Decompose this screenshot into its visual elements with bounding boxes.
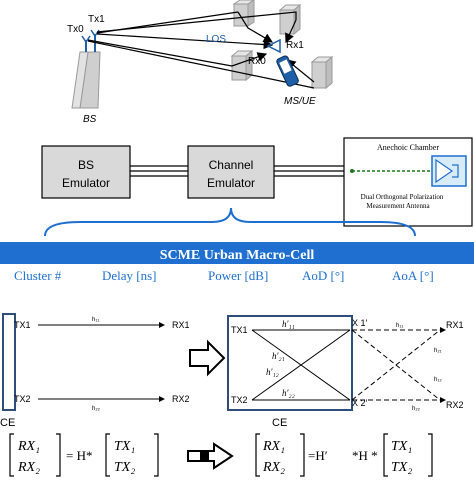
antenna-label-line2: Measurement Antenna — [366, 202, 430, 210]
eq-op3: *H * — [352, 448, 378, 463]
param-cluster: Cluster # — [14, 268, 62, 283]
eq-right-rx1: RX₁ — [262, 439, 285, 454]
bs-emulator-label-line2: Emulator — [62, 176, 110, 190]
param-delay: Delay [ns] — [102, 268, 157, 283]
channel-emulator-label-line1: Channel — [209, 158, 254, 172]
h12p-label: h′₁₂ — [266, 367, 279, 377]
x1p-label: X 1′ — [352, 318, 368, 328]
tx0-label: Tx0 — [67, 24, 84, 35]
measurement-antenna-icon — [431, 155, 467, 187]
chamber-title: Anechoic Chamber — [377, 143, 439, 152]
scatterer-cube-icon — [310, 55, 334, 90]
eq-op1: = H* — [66, 448, 92, 463]
bs-emulator-box — [41, 145, 131, 199]
rx1-label: RX1 — [446, 320, 464, 330]
bracket-icon — [428, 433, 433, 477]
scatterer-cube-icon — [278, 3, 302, 36]
rx1-label: Rx1 — [286, 40, 304, 51]
tx1-label: TX1 — [231, 325, 248, 335]
eq-right-tx2: TX₂ — [391, 460, 412, 475]
scme-title-bar — [0, 242, 474, 264]
param-aod: AoD [°] — [302, 268, 344, 283]
h12-label: h₁₂ — [434, 377, 442, 383]
h22-label: h₂₂ — [412, 406, 421, 412]
antenna-label-line1: Dual Orthogonal Polarization — [361, 193, 444, 201]
los-label: LOS — [206, 34, 226, 45]
eq-op2: =H′ — [308, 448, 328, 463]
tx1-label: TX1 — [14, 320, 31, 330]
h11p-label: h′₁₁ — [282, 319, 295, 329]
eq-left-tx2: TX₂ — [114, 460, 135, 475]
ms-ue-label: MS/UE — [284, 96, 316, 107]
bracket-icon — [255, 433, 260, 477]
param-aoa: AoA [°] — [392, 268, 434, 283]
bracket-icon — [105, 433, 110, 477]
test-setup: BS Emulator Channel Emulator Anechoic Ch… — [0, 137, 474, 283]
brace-icon — [44, 207, 416, 237]
ce-label-left: CE — [0, 417, 15, 429]
bracket-icon — [300, 433, 305, 477]
tx0-antenna-icon — [81, 35, 91, 44]
tx1-label: Tx1 — [88, 14, 105, 25]
ce-diagram-left: TX1 TX2 h₁₁ h₂₂ RX1 RX2 CE — [0, 313, 190, 429]
rx1-label: RX1 — [172, 320, 190, 330]
equation-arrow-icon — [187, 442, 234, 470]
eq-right-rx2: RX₂ — [262, 460, 285, 475]
bracket-icon — [154, 433, 159, 477]
ce-diagram-right: TX1 TX2 h′₁₁ h′₂₁ h′₁₂ h′₂₂ X 1′ X 2′ h₁… — [227, 315, 464, 429]
eq-right-tx1: TX₁ — [391, 439, 412, 454]
bs-emulator-label-line1: BS — [78, 158, 94, 172]
mobile-phone-icon — [276, 55, 299, 87]
scatterer-cube-icon — [232, 0, 255, 27]
eq-left-rx1: RX₁ — [17, 439, 40, 454]
equations: RX₁ RX₂ = H* TX₁ TX₂ RX₁ RX₂ =H′ *H * TX… — [9, 433, 433, 477]
transform-arrow-icon — [189, 339, 226, 377]
h22-label: h₂₂ — [92, 406, 101, 412]
ce-box-left — [2, 313, 16, 411]
channel-emulator-box — [187, 145, 275, 199]
rx2-label: RX2 — [446, 400, 464, 410]
bracket-icon — [56, 433, 61, 477]
scme-title: SCME Urban Macro-Cell — [160, 248, 315, 263]
rx-antenna-icon — [266, 38, 281, 54]
tx2-label: TX2 — [14, 394, 31, 404]
param-power: Power [dB] — [208, 268, 268, 283]
h11-label: h₁₁ — [92, 317, 99, 323]
x2p-label: X 2′ — [352, 398, 368, 408]
channel-emulator-label-line2: Emulator — [207, 176, 255, 190]
ce-box-right — [227, 315, 353, 411]
bracket-icon — [383, 433, 388, 477]
rx2-label: RX2 — [172, 394, 190, 404]
eq-left-tx1: TX₁ — [114, 439, 135, 454]
bracket-icon — [9, 433, 14, 477]
h11-label: h₁₁ — [396, 323, 403, 329]
h22p-label: h′₂₂ — [282, 388, 295, 398]
h21-label: h₂₁ — [434, 348, 442, 354]
tx2-label: TX2 — [231, 395, 248, 405]
ce-label-right: CE — [272, 417, 287, 429]
bs-label: BS — [83, 114, 97, 125]
rx0-label: Rx0 — [248, 56, 266, 67]
h21p-label: h′₂₁ — [272, 351, 285, 361]
eq-left-rx2: RX₂ — [17, 460, 40, 475]
propagation-scenario: Tx0 Tx1 BS — [67, 0, 334, 125]
